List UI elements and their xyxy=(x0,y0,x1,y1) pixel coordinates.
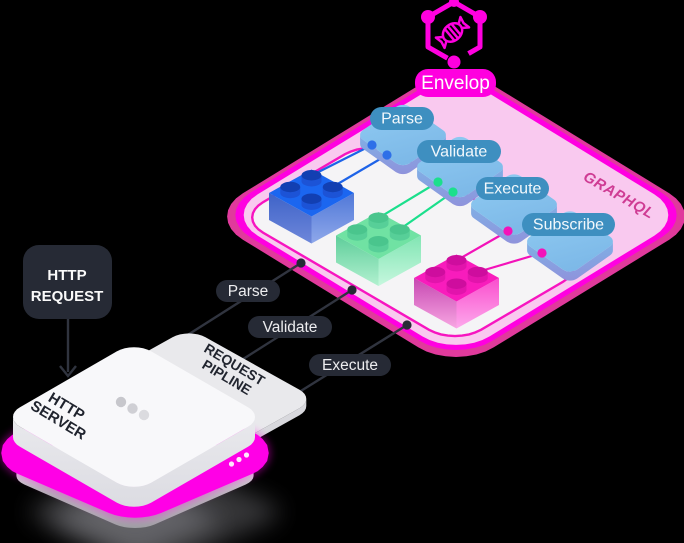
svg-text:Parse: Parse xyxy=(381,111,423,128)
svg-text:Validate: Validate xyxy=(263,319,318,336)
svg-text:Validate: Validate xyxy=(431,144,488,161)
svg-text:Envelop: Envelop xyxy=(421,73,490,94)
svg-text:Execute: Execute xyxy=(322,357,378,374)
svg-text:Subscribe: Subscribe xyxy=(533,217,604,234)
svg-text:Execute: Execute xyxy=(484,181,542,198)
svg-text:HTTP: HTTP xyxy=(47,267,86,284)
svg-text:REQUEST: REQUEST xyxy=(31,288,104,305)
svg-text:Parse: Parse xyxy=(228,283,269,300)
